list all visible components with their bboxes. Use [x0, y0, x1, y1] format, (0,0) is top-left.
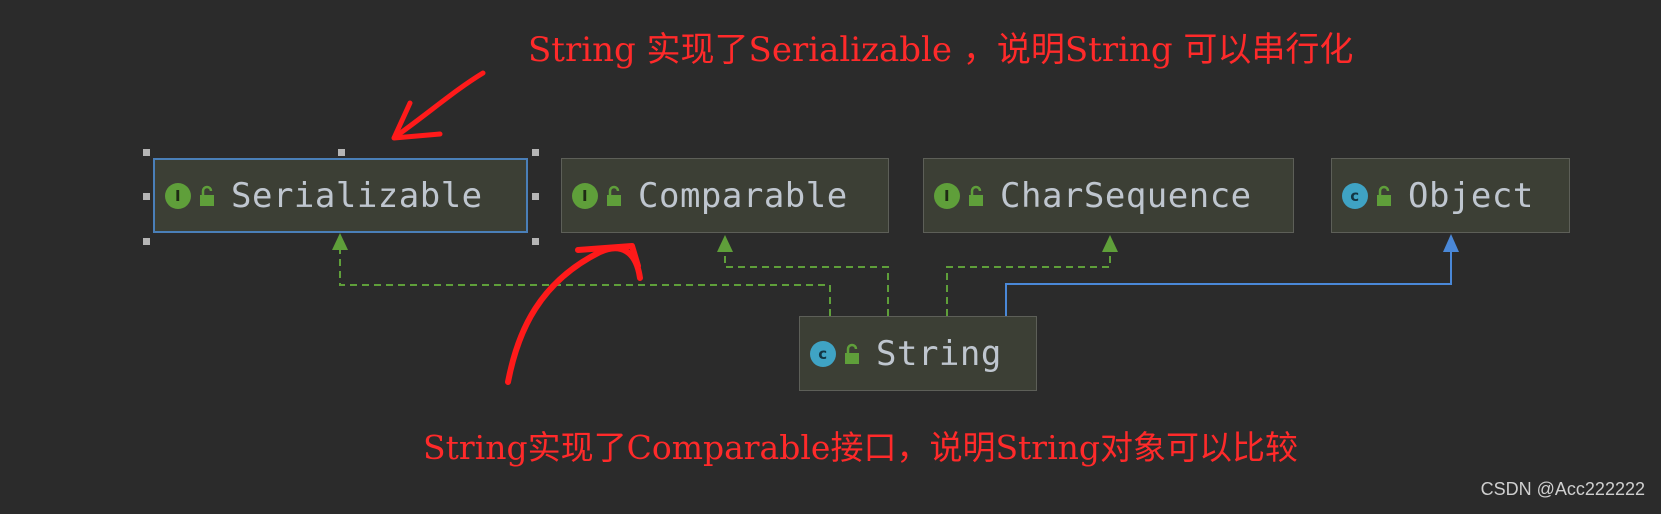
selection-handle-n[interactable] [338, 149, 345, 156]
node-object[interactable]: c Object [1331, 158, 1570, 233]
implements-line-comparable [724, 250, 889, 316]
node-label: Comparable [638, 175, 848, 216]
annotation-comparable: String实现了Comparable接口，说明String对象可以比较 [423, 428, 1299, 467]
selection-handle-w[interactable] [143, 193, 150, 200]
implements-line-serializable [339, 248, 831, 316]
implements-arrowhead-comparable [717, 235, 733, 252]
selection-handle-ne[interactable] [532, 149, 539, 156]
unlocked-icon [200, 185, 214, 206]
node-serializable[interactable]: I Serializable [153, 158, 528, 233]
node-string[interactable]: c String [799, 316, 1037, 391]
annotation-serializable: String 实现了Serializable ，说明String 可以串行化 [528, 30, 1354, 70]
extends-arrowhead-object [1443, 234, 1459, 252]
extends-line-object [1005, 250, 1452, 316]
implements-arrowhead-charsequence [1102, 235, 1118, 252]
node-charsequence[interactable]: I CharSequence [923, 158, 1294, 233]
unlocked-icon [845, 343, 859, 364]
red-arrowhead-serializable [391, 100, 443, 141]
interface-icon: I [165, 182, 191, 209]
watermark-credit: CSDN @Acc222222 [1480, 479, 1645, 499]
selection-handle-nw[interactable] [143, 149, 150, 156]
selection-handle-se[interactable] [532, 238, 539, 245]
interface-icon: I [934, 182, 960, 209]
selection-handle-sw[interactable] [143, 238, 150, 245]
red-arrow-to-serializable [392, 70, 486, 140]
implements-line-charsequence [946, 250, 1111, 316]
unlocked-icon [1377, 185, 1391, 206]
node-label: String [876, 333, 1002, 374]
class-icon: c [810, 340, 836, 367]
node-label: CharSequence [1000, 175, 1252, 216]
red-arrowhead-comparable [575, 243, 641, 269]
node-label: Serializable [231, 175, 483, 216]
node-label: Object [1408, 175, 1534, 216]
implements-arrowhead-serializable [332, 233, 348, 250]
red-arrow-to-comparable [505, 245, 643, 385]
class-icon: c [1342, 182, 1368, 209]
selection-handle-e[interactable] [532, 193, 539, 200]
node-comparable[interactable]: I Comparable [561, 158, 889, 233]
unlocked-icon [969, 185, 983, 206]
interface-icon: I [572, 182, 598, 209]
unlocked-icon [607, 185, 621, 206]
